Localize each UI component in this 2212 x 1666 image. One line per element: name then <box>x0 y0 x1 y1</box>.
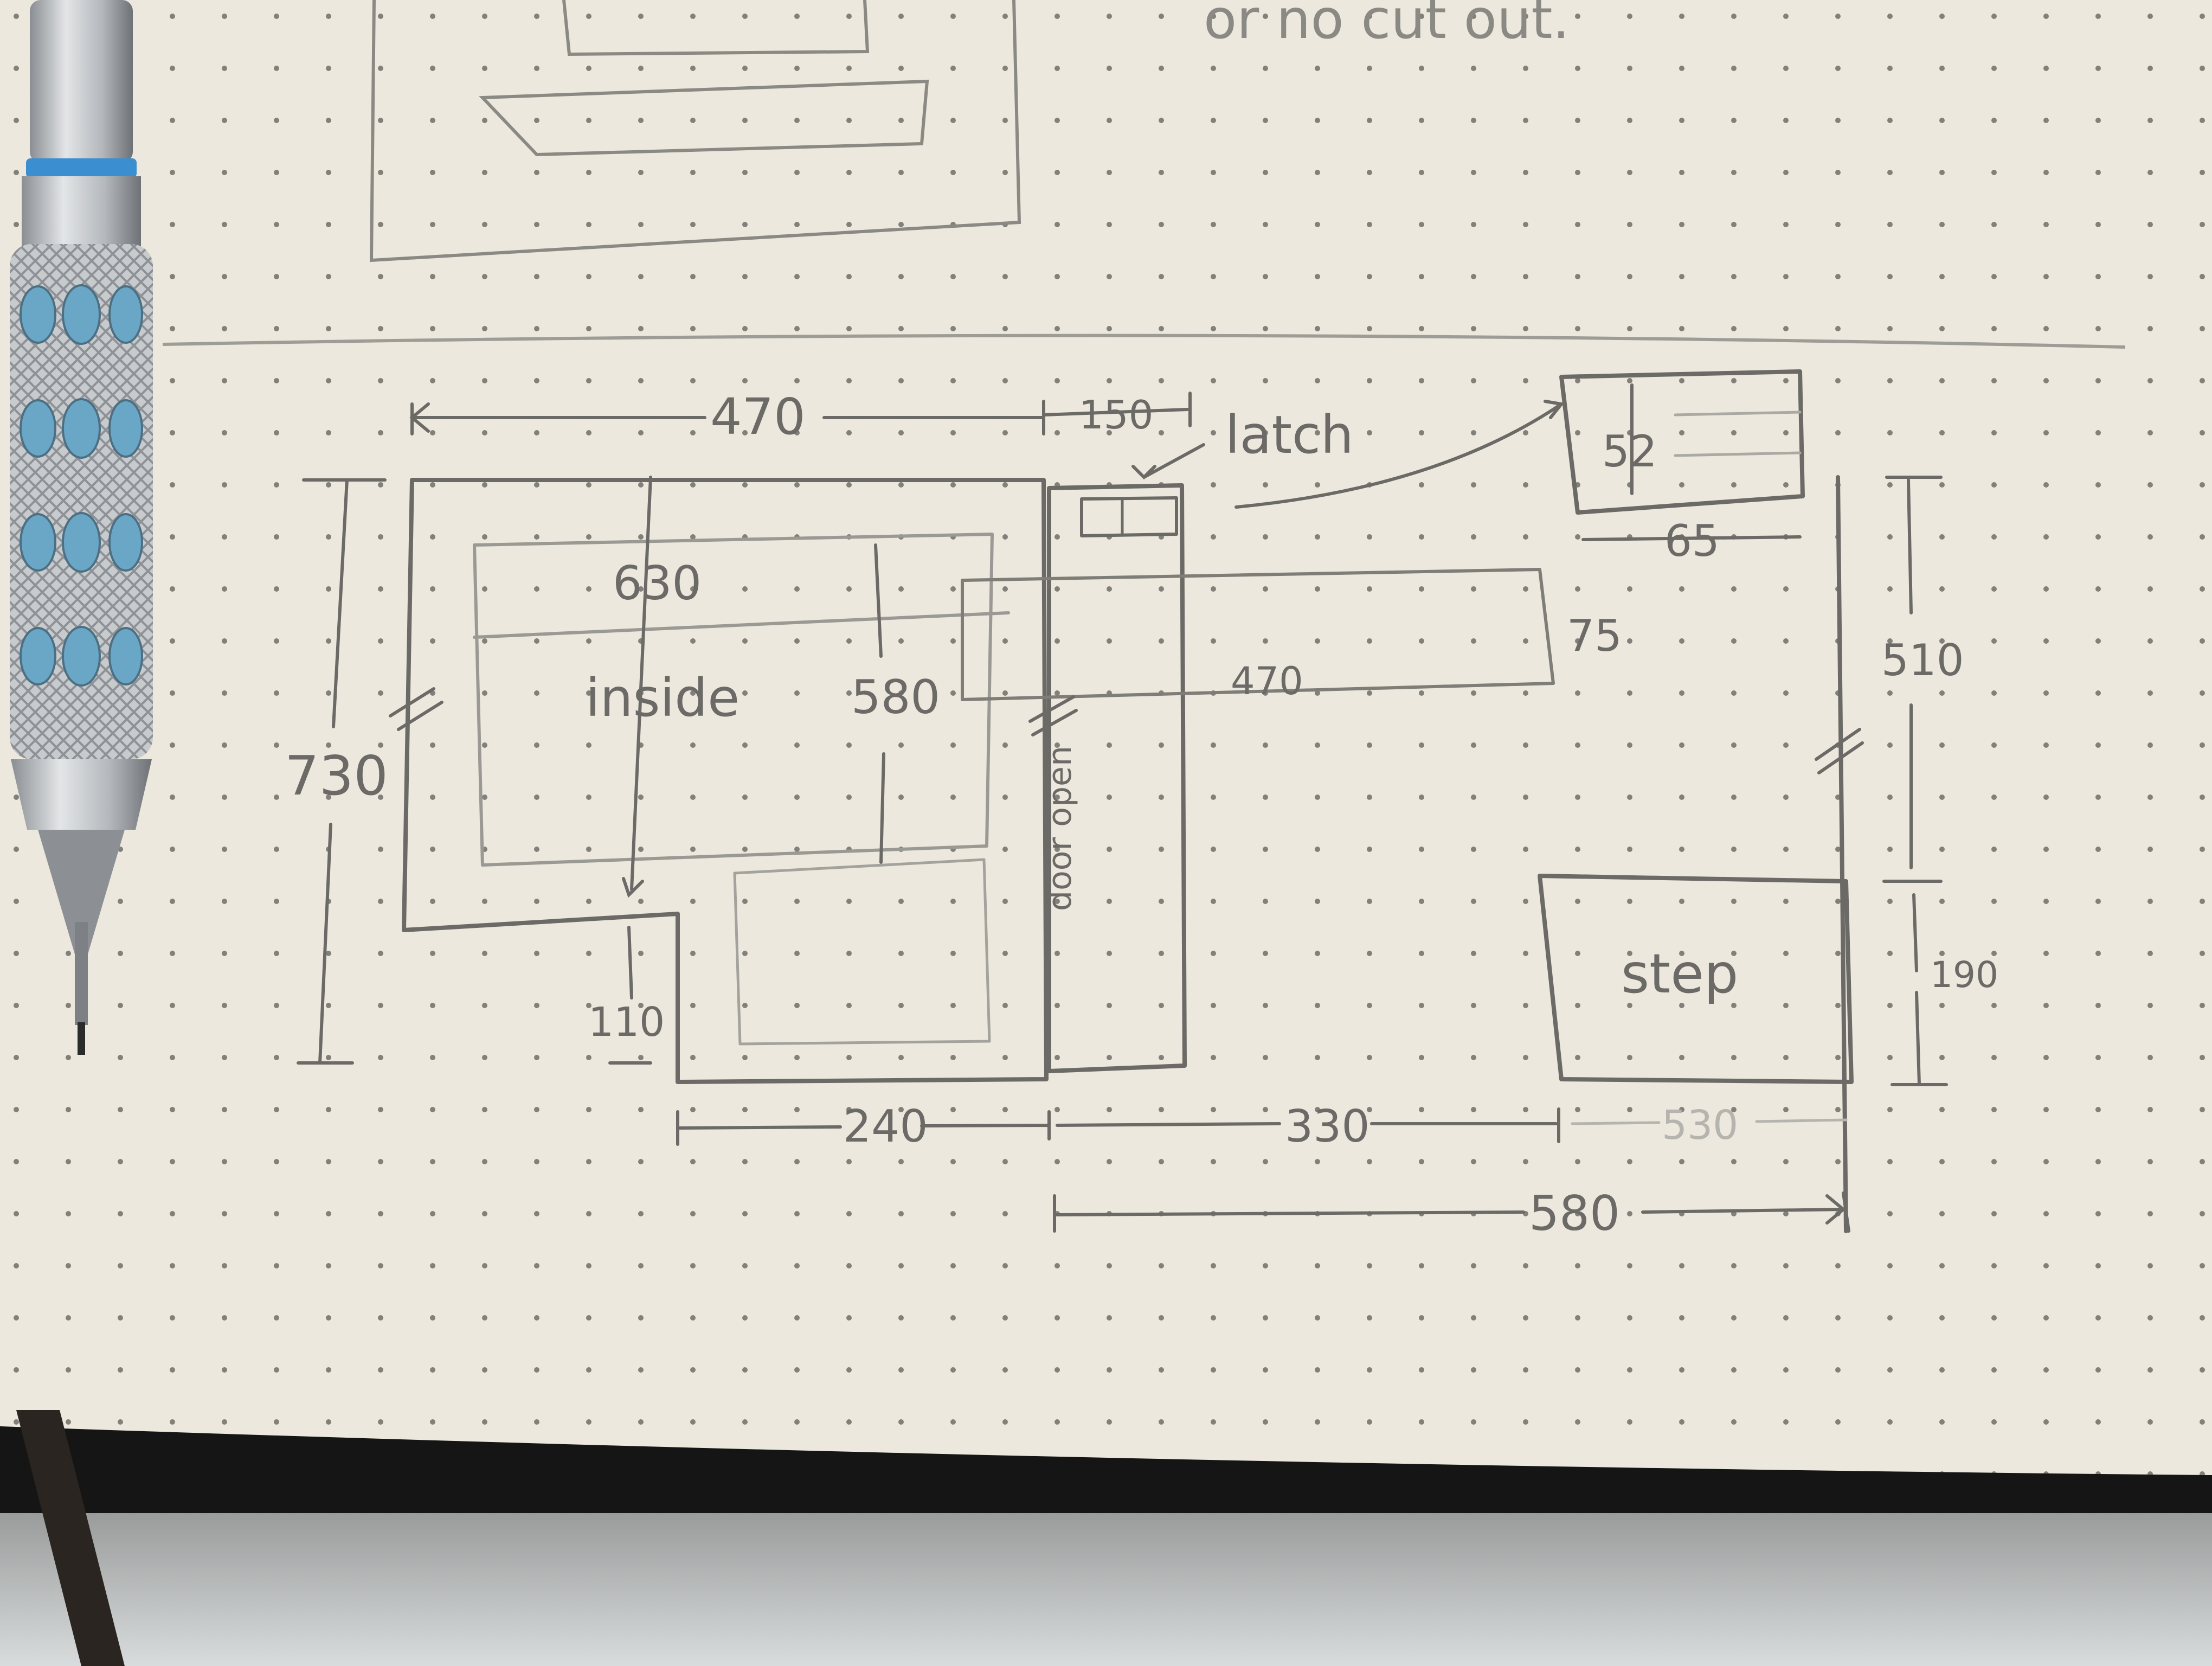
main-wall-left <box>402 478 1049 1084</box>
label-630: 630 <box>613 556 702 611</box>
bookmark-ribbon <box>16 1410 125 1666</box>
inner-box <box>473 533 994 867</box>
label-470-bar: 470 <box>1231 659 1303 703</box>
label-110: 110 <box>588 999 665 1046</box>
label-580-bottom: 580 <box>1529 1186 1620 1241</box>
latch-detail-box <box>1559 369 1805 515</box>
pencil-barrel-upper <box>30 0 133 163</box>
top-sketch <box>369 0 1021 262</box>
dim-240-line <box>676 1110 1051 1146</box>
break-mark-left <box>389 687 443 731</box>
divider-line <box>162 334 2126 349</box>
dim-510-line <box>1882 476 1943 883</box>
dimension-lines <box>297 383 1948 1233</box>
dim-630-line <box>622 476 652 898</box>
top-strip <box>479 79 929 157</box>
label-510: 510 <box>1881 635 1964 685</box>
latch-box <box>1080 496 1178 537</box>
paper-dot-grid <box>0 0 2212 1475</box>
label-inside: inside <box>586 668 740 728</box>
pencil-tip <box>75 922 88 1025</box>
metal-rail <box>0 1513 2212 1666</box>
latch-arrow <box>1234 400 1565 509</box>
pencil-lead <box>78 1022 85 1055</box>
lower-box <box>733 858 991 1046</box>
pencil-grip-holes <box>20 284 143 687</box>
label-door-open: door open <box>1041 746 1079 911</box>
pencil-collar <box>22 176 141 247</box>
label-52: 52 <box>1602 426 1657 477</box>
label-730: 730 <box>285 744 388 808</box>
right-wall <box>1836 475 1848 1233</box>
inner-shelf-line <box>473 611 1010 639</box>
latch-leader <box>1131 443 1205 480</box>
break-mark-mid <box>1028 695 1078 736</box>
dim-65-line <box>1581 535 1802 541</box>
dim-150-line <box>1042 392 1192 427</box>
mechanical-pencil <box>10 0 153 1055</box>
bar-strip <box>961 568 1555 701</box>
label-75: 75 <box>1567 611 1622 661</box>
dim-730-line <box>297 478 387 1065</box>
top-inner-box <box>562 0 870 56</box>
pencil-sleeve <box>38 830 125 976</box>
label-65: 65 <box>1664 516 1720 566</box>
dim-110-line <box>608 926 652 1065</box>
latch-detail-inner <box>1674 411 1802 457</box>
top-note: or no cut out. <box>1204 0 1570 51</box>
label-190: 190 <box>1930 954 1998 996</box>
step-box <box>1538 874 1854 1084</box>
dim-530-line <box>1571 1118 1848 1125</box>
dim-330-line <box>1056 1107 1560 1143</box>
label-580-inner: 580 <box>851 670 940 725</box>
dim-190-line <box>1891 893 1948 1086</box>
dim-580-inner-line <box>874 543 885 864</box>
label-step: step <box>1621 942 1738 1005</box>
dim-580-line <box>1053 1191 1850 1233</box>
top-frame <box>369 0 1021 262</box>
label-latch: latch <box>1225 405 1354 465</box>
label-470-top: 470 <box>710 388 806 446</box>
dim-470-line <box>409 400 1045 435</box>
label-530: 530 <box>1662 1102 1738 1149</box>
floor-plan <box>389 369 1864 1233</box>
label-330: 330 <box>1285 1101 1370 1152</box>
door-column <box>1047 483 1187 1073</box>
label-150: 150 <box>1079 392 1153 438</box>
break-mark-right <box>1815 728 1864 774</box>
pencil-cone <box>11 759 152 830</box>
pencil-accent-band <box>26 158 137 178</box>
label-240: 240 <box>843 1101 928 1152</box>
